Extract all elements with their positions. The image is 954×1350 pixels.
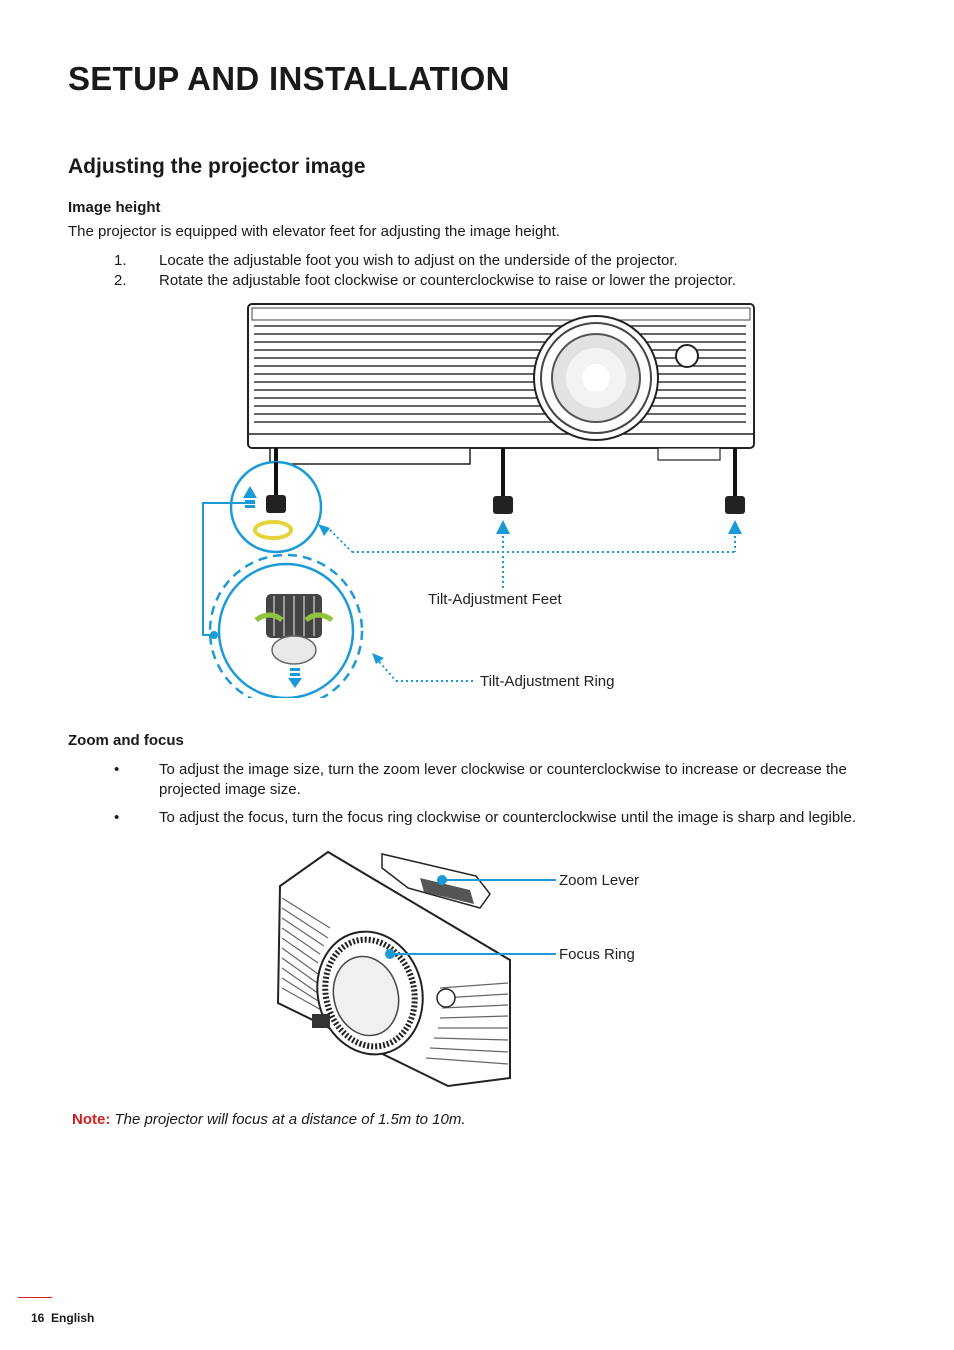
page-number: 16: [31, 1311, 45, 1325]
zoom-focus-illustration: [276, 850, 556, 1088]
list-item-text: Rotate the adjustable foot clockwise or …: [159, 272, 736, 289]
section-title: Adjusting the projector image: [68, 155, 366, 178]
footer-rule: [18, 1297, 52, 1298]
tilt-feet-label: Tilt-Adjustment Feet: [428, 591, 562, 608]
list-marker: 1.: [114, 252, 127, 269]
footer-language: English: [51, 1311, 95, 1325]
list-marker: 2.: [114, 272, 127, 289]
projector-feet-illustration: [202, 303, 755, 698]
image-height-intro: The projector is equipped with elevator …: [68, 223, 560, 240]
note: Note: The projector will focus at a dist…: [72, 1111, 466, 1128]
image-height-heading: Image height: [68, 199, 161, 216]
focus-ring-label: Focus Ring: [559, 946, 635, 963]
chapter-title: SETUP AND INSTALLATION: [68, 60, 510, 97]
image-height-steps: 1. Locate the adjustable foot you wish t…: [68, 251, 888, 291]
list-item-text: To adjust the image size, turn the zoom …: [159, 761, 847, 798]
list-item-text: To adjust the focus, turn the focus ring…: [159, 809, 857, 826]
list-item: 2. Rotate the adjustable foot clockwise …: [68, 271, 888, 291]
zoom-focus-heading: Zoom and focus: [68, 732, 184, 749]
page-footer: 16 English: [31, 1311, 94, 1325]
bullet-marker: •: [114, 809, 120, 826]
zoom-focus-bullets: • To adjust the image size, turn the zoo…: [68, 760, 888, 828]
note-text: The projector will focus at a distance o…: [114, 1111, 466, 1128]
list-item: • To adjust the image size, turn the zoo…: [68, 760, 888, 800]
note-label: Note:: [72, 1111, 111, 1128]
list-item: 1. Locate the adjustable foot you wish t…: [68, 251, 888, 271]
zoom-lever-label: Zoom Lever: [559, 872, 640, 889]
list-item: • To adjust the focus, turn the focus ri…: [68, 808, 888, 828]
bullet-marker: •: [114, 761, 120, 778]
tilt-ring-label: Tilt-Adjustment Ring: [480, 673, 615, 690]
list-item-text: Locate the adjustable foot you wish to a…: [159, 252, 678, 269]
